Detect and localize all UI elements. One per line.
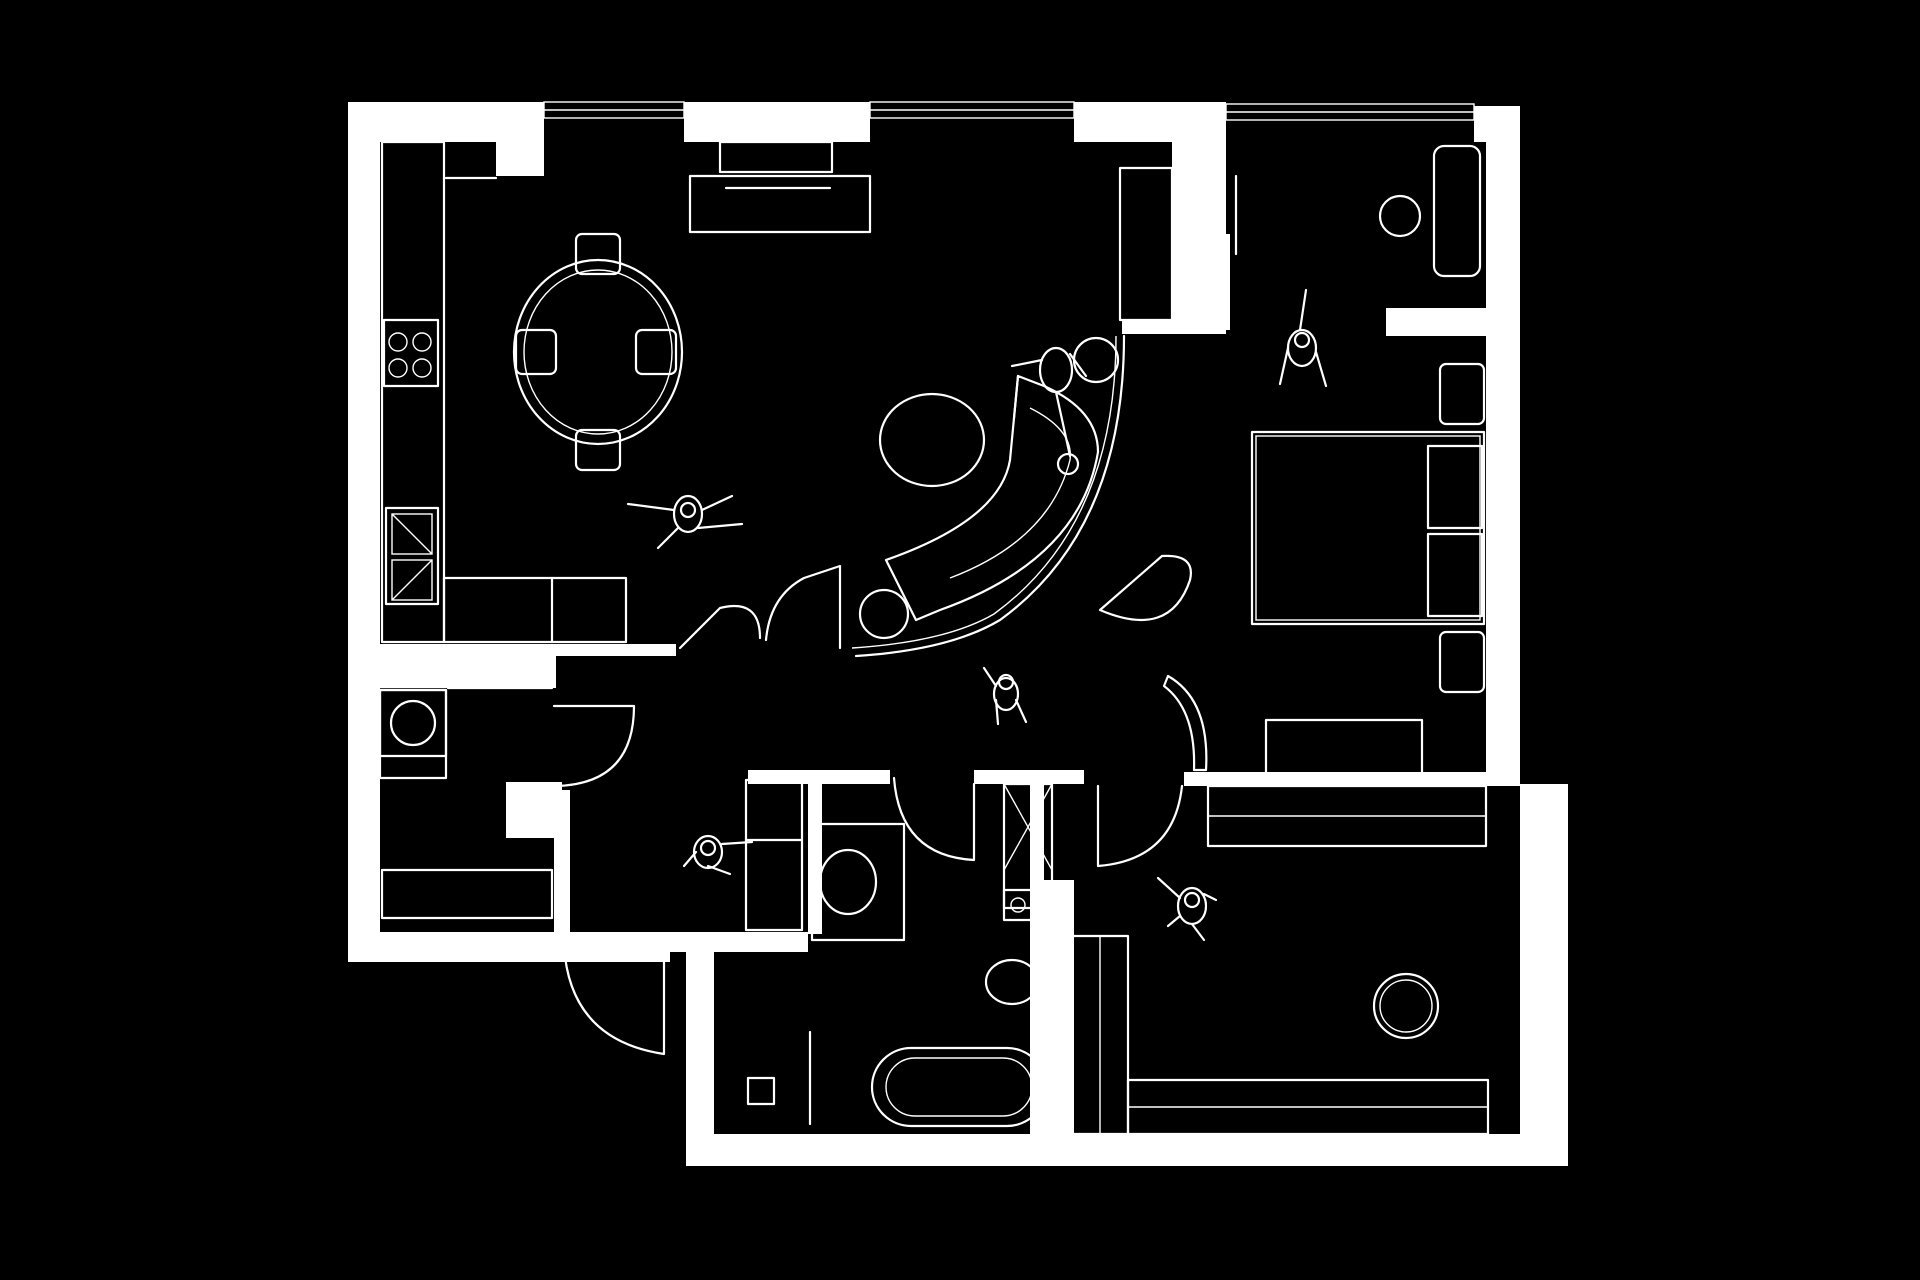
wall-bottom-left	[348, 932, 670, 962]
desk	[744, 778, 804, 932]
door-swing	[1162, 674, 1208, 772]
dresser	[1264, 718, 1424, 776]
vanity-counter	[810, 822, 906, 942]
living-cabinet	[1118, 166, 1174, 322]
wall-bedroom-inner	[1386, 308, 1486, 336]
doors	[552, 554, 1208, 1056]
wall-top-mid1	[684, 102, 870, 142]
laundry-shelf	[378, 688, 448, 780]
door-swing	[764, 564, 842, 650]
person-figure	[682, 834, 754, 876]
side-table	[1072, 336, 1120, 384]
pillar-top-left	[496, 142, 544, 176]
person-figure	[982, 666, 1028, 726]
bidet	[746, 1076, 776, 1106]
dining-chair	[574, 428, 622, 472]
person-figure	[1156, 876, 1218, 942]
bedroom	[1234, 144, 1486, 776]
double-bed	[1250, 430, 1486, 626]
nightstand	[1438, 362, 1486, 426]
people	[626, 288, 1328, 942]
kitchen	[380, 140, 628, 644]
kitchen-counter	[380, 140, 446, 644]
cooktop-burner	[412, 358, 432, 378]
bed-pillow	[1426, 444, 1484, 530]
door-swing	[552, 704, 636, 788]
round-ottoman	[1378, 194, 1422, 238]
laundry-cabinet	[446, 658, 554, 690]
wall-bedroom-stub	[1226, 234, 1230, 330]
wall-top-left	[348, 102, 544, 142]
wall-dressing-left	[1044, 880, 1074, 1134]
dining-chair	[514, 328, 558, 376]
kitchen-sink	[384, 506, 440, 606]
dining-chair	[634, 328, 678, 376]
person-figure	[1010, 346, 1088, 476]
wall-bottom	[686, 1134, 1568, 1166]
washing-machine	[378, 688, 448, 758]
nightstand	[1438, 630, 1486, 694]
stacked-appliance	[1002, 782, 1054, 910]
door-swing	[1096, 784, 1184, 868]
door-swing	[892, 776, 976, 862]
stacked-appliance-controls	[1002, 888, 1054, 922]
bathtub	[870, 1046, 1048, 1128]
laundry	[378, 658, 554, 920]
wall-bath-left	[686, 934, 714, 1166]
armchair	[1432, 144, 1482, 278]
cooktop-burner	[388, 358, 408, 378]
cooktop-burner	[412, 332, 432, 352]
bed-pillow	[1426, 532, 1484, 618]
living-curved-wall	[854, 334, 1126, 658]
round-ottoman	[1372, 972, 1440, 1040]
windows	[543, 101, 1567, 1069]
tv-unit	[718, 140, 834, 174]
kitchen-island	[442, 576, 628, 644]
wall-living-bedroom-2	[1122, 320, 1226, 334]
door-swing	[562, 944, 666, 1056]
dining-table	[512, 258, 684, 446]
cooktop	[382, 318, 440, 388]
wall-bedroom-bottom	[1184, 772, 1520, 786]
walls	[348, 102, 1568, 1166]
wall-dressing-right	[1520, 784, 1568, 1166]
wall-living-bedroom	[1172, 104, 1226, 328]
wall-bath-vanity	[808, 784, 822, 934]
toilet-tank	[1032, 958, 1044, 1006]
radiator	[380, 868, 554, 920]
oval-rug	[878, 392, 986, 488]
bathroom	[746, 782, 1054, 1128]
wall-bedroom-right	[1486, 106, 1520, 786]
wall-bath-top	[668, 932, 808, 952]
dressing-room	[1070, 784, 1490, 1136]
vanity-sink	[818, 848, 878, 916]
door-swing	[1098, 554, 1192, 622]
curved-sofa	[884, 374, 1100, 622]
wall-left	[348, 102, 380, 962]
wall-wardrobe-top	[974, 770, 1084, 784]
washing-machine-drum	[389, 699, 437, 747]
side-table	[858, 588, 910, 640]
dining	[512, 232, 684, 472]
cooktop-burner	[388, 332, 408, 352]
person-figure	[626, 494, 744, 550]
living	[688, 140, 1174, 658]
person-figure	[1278, 288, 1328, 388]
toilet	[984, 958, 1040, 1006]
hallway	[744, 778, 804, 932]
door-swing	[678, 604, 762, 650]
wall-laundry-door-jamb	[506, 782, 562, 838]
wall-bath-corridor	[748, 770, 890, 784]
dining-chair	[574, 232, 622, 276]
tv-console	[688, 174, 872, 234]
